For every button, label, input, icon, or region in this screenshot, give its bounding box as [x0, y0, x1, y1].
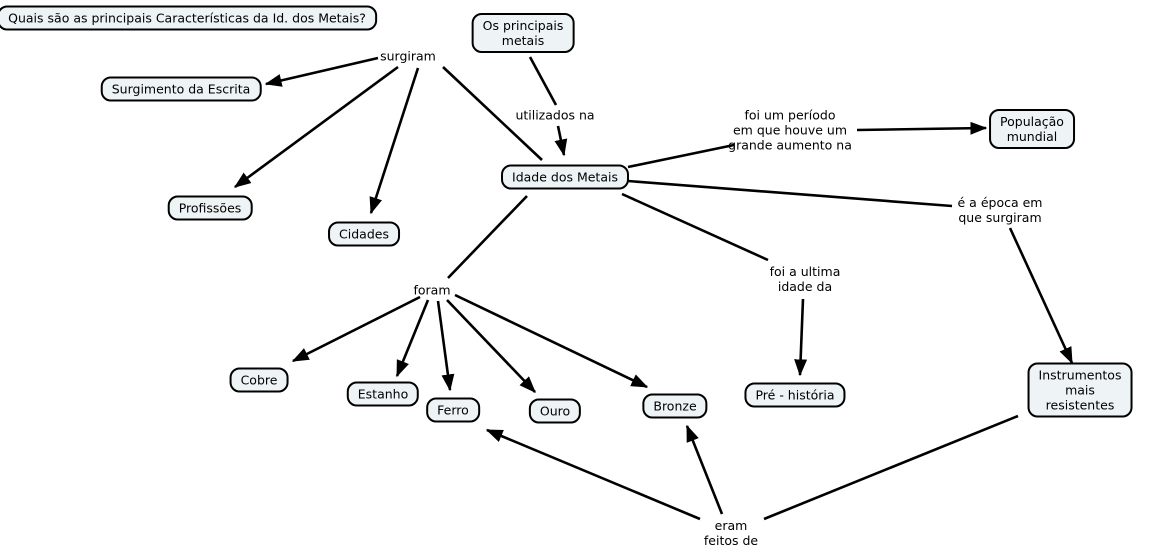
node-bronze[interactable]: Bronze [642, 393, 708, 419]
edge-epoca-to-instrumentos [1008, 227, 1074, 365]
edge-idade-to-periodo [627, 143, 735, 169]
edge-eram-to-ferro [485, 428, 701, 521]
node-profissoes[interactable]: Profissões [167, 195, 253, 221]
edge-idade-to-foram [447, 195, 528, 279]
node-question[interactable]: Quais são as principais Características … [0, 5, 377, 31]
node-estanho[interactable]: Estanho [346, 381, 420, 407]
linking-phrase-periodo-aumento[interactable]: foi um período em que houve um grande au… [728, 107, 852, 153]
linking-phrase-surgiram[interactable]: surgiram [380, 48, 436, 64]
edge-foram-to-estanho [395, 299, 430, 378]
edge-foram-to-ferro [436, 300, 455, 392]
edge-foram-to-cobre [291, 295, 421, 363]
edge-idade-to-surgiram [442, 66, 543, 161]
edge-principais-to-utilizados [528, 56, 558, 106]
edge-eram-to-bronze [685, 424, 724, 515]
edge-surgiram-to-profissoes [233, 65, 399, 189]
edge-idade-to-ultima [621, 192, 769, 262]
node-cidades[interactable]: Cidades [328, 221, 400, 247]
node-cobre[interactable]: Cobre [229, 367, 289, 393]
edge-periodo-to-populacao [856, 121, 988, 135]
node-instrumentos-resistentes[interactable]: Instrumentos mais resistentes [1027, 362, 1133, 418]
node-surgimento-escrita[interactable]: Surgimento da Escrita [100, 76, 262, 102]
edge-utilizados-to-idade [554, 125, 568, 157]
node-ouro[interactable]: Ouro [528, 398, 582, 424]
linking-phrase-ultima-idade[interactable]: foi a ultima idade da [769, 264, 841, 294]
edge-foram-to-ouro [446, 299, 536, 393]
node-idade-metais[interactable]: Idade dos Metais [501, 164, 629, 190]
edge-surgiram-to-surgimento-escrita [264, 56, 379, 87]
linking-phrase-foram[interactable]: foram [413, 282, 451, 298]
edge-foram-to-bronze [454, 293, 649, 389]
linking-phrase-eram-feitos-de[interactable]: eram feitos de [703, 518, 759, 548]
linking-phrase-epoca-surgiram[interactable]: é a época em que surgiram [957, 195, 1043, 225]
linking-phrase-utilizados-na[interactable]: utilizados na [515, 107, 595, 123]
node-ferro[interactable]: Ferro [426, 397, 480, 423]
edge-ultima-to-pre-historia [794, 298, 808, 377]
node-principais-metais[interactable]: Os principais metais [471, 13, 575, 53]
edge-idade-to-epoca [627, 179, 953, 208]
node-pre-historia[interactable]: Pré - história [744, 382, 846, 408]
edge-instrumentos-to-eram [763, 414, 1019, 521]
edge-surgiram-to-cidades [369, 67, 420, 215]
node-populacao-mundial[interactable]: População mundial [989, 109, 1075, 149]
